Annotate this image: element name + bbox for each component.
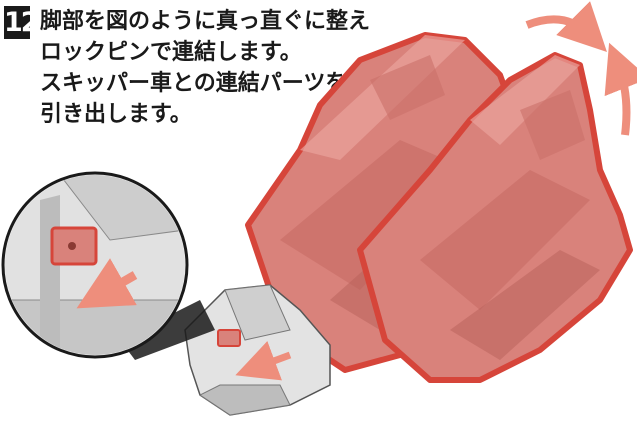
right-leg-part <box>357 52 633 383</box>
instruction-line-4: 引き出します。 <box>40 102 192 127</box>
pull-arrow-icon <box>235 341 292 381</box>
lock-pin-small <box>217 329 241 347</box>
instruction-text: 脚部を図のように真っ直ぐに整え ロックピンで連結します。 スキッパー車との連結パ… <box>40 6 380 130</box>
instruction-line-3: スキッパー車との連結パーツを <box>40 71 348 96</box>
zoom-callout-pointer <box>120 300 215 360</box>
rotate-arrow-icon <box>525 1 637 136</box>
pull-arrow-icon <box>76 258 138 309</box>
zoom-detail-circle <box>1 171 189 359</box>
instruction-line-2: ロックピンで連結します。 <box>40 40 302 65</box>
instruction-line-1: 脚部を図のように真っ直ぐに整え <box>40 9 371 34</box>
